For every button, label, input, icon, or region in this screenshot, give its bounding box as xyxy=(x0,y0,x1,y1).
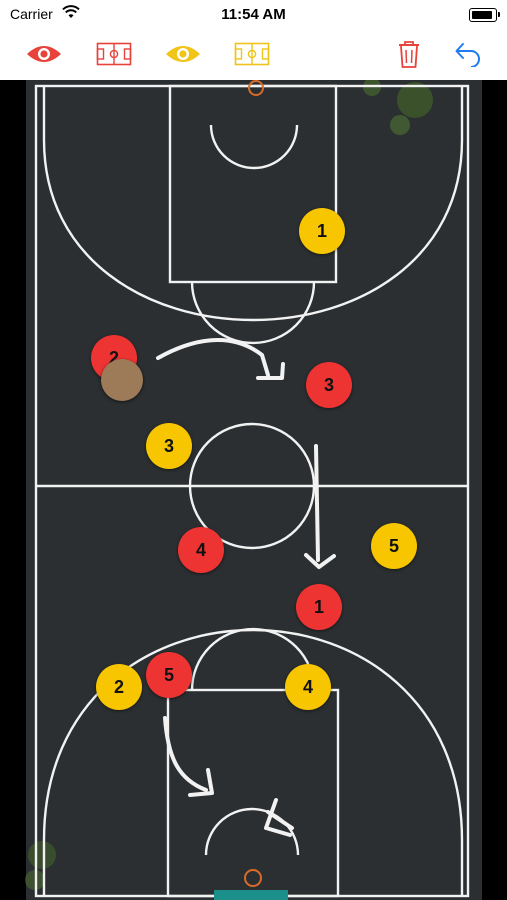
basketball-court xyxy=(0,80,507,900)
arrow-head-2 xyxy=(304,553,336,569)
red-player-token[interactable]: 4 xyxy=(178,527,224,573)
clock-time: 11:54 AM xyxy=(221,6,286,23)
hoop-top xyxy=(248,80,264,96)
yellow-player-token[interactable]: 2 xyxy=(96,664,142,710)
screen-mark xyxy=(264,798,292,837)
eye-icon xyxy=(166,46,200,62)
hoop-bottom xyxy=(244,869,262,887)
ball-token[interactable] xyxy=(101,359,143,401)
trash-icon xyxy=(399,41,419,68)
arrow-head-1 xyxy=(256,362,285,380)
undo-button[interactable] xyxy=(451,38,485,70)
wifi-icon xyxy=(62,5,80,24)
arrow-vertical xyxy=(314,444,320,562)
trash-button[interactable] xyxy=(394,38,424,70)
red-player-token[interactable]: 5 xyxy=(146,652,192,698)
yellow-player-token[interactable]: 3 xyxy=(146,423,192,469)
undo-icon xyxy=(455,43,480,67)
battery-icon xyxy=(469,8,500,22)
play-arrows xyxy=(156,338,336,837)
eye-red-button[interactable] xyxy=(22,38,66,70)
court-icon xyxy=(234,42,270,66)
bottom-accent-bar xyxy=(214,890,288,900)
red-player-token[interactable]: 1 xyxy=(296,584,342,630)
court-red-button[interactable] xyxy=(93,38,135,70)
carrier-label: Carrier xyxy=(10,6,53,22)
status-bar: Carrier 11:54 AM xyxy=(0,0,507,30)
arrow-bottom-curve xyxy=(163,716,208,792)
arrow-pass-curve xyxy=(156,338,270,377)
yellow-player-token[interactable]: 1 xyxy=(299,208,345,254)
toolbar xyxy=(0,30,507,80)
court-icon xyxy=(96,42,132,66)
yellow-player-token[interactable]: 5 xyxy=(371,523,417,569)
court-board[interactable]: 1 3 5 2 4 2 3 4 1 5 xyxy=(0,80,507,900)
red-player-token[interactable]: 3 xyxy=(306,362,352,408)
eye-yellow-button[interactable] xyxy=(161,38,205,70)
yellow-player-token[interactable]: 4 xyxy=(285,664,331,710)
arrow-head-3 xyxy=(188,768,214,797)
eye-icon xyxy=(27,46,61,62)
court-yellow-button[interactable] xyxy=(231,38,273,70)
